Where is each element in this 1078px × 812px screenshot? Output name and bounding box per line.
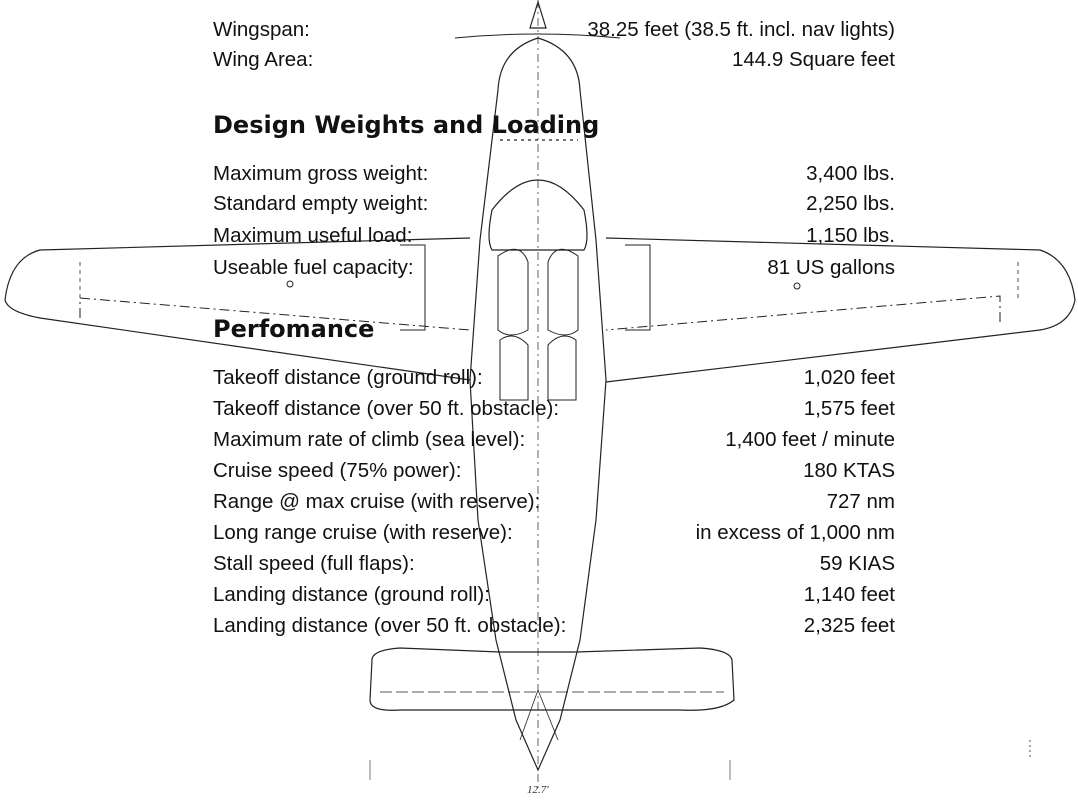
weights-row-useful-load: Maximum useful load: 1,150 lbs.: [213, 222, 895, 250]
weights-value: 1,150 lbs.: [806, 224, 895, 247]
spec-label: Wing Area:: [213, 48, 314, 71]
seat-right: [547, 248, 579, 336]
performance-row: Long range cruise (with reserve): in exc…: [213, 519, 895, 547]
seat-left: [497, 248, 529, 336]
performance-label: Stall speed (full flaps):: [213, 552, 415, 575]
weights-label: Maximum gross weight:: [213, 162, 429, 185]
wing-left: [4, 237, 471, 381]
performance-row: Landing distance (ground roll): 1,140 fe…: [213, 581, 895, 609]
performance-label: Cruise speed (75% power):: [213, 459, 462, 482]
performance-row: Cruise speed (75% power): 180 KTAS: [213, 457, 895, 485]
weights-label: Useable fuel capacity:: [213, 256, 414, 279]
propeller-blade: [454, 33, 621, 39]
performance-row: Range @ max cruise (with reserve): 727 n…: [213, 488, 895, 516]
canopy: [488, 179, 588, 251]
performance-value: 1,020 feet: [803, 366, 895, 389]
performance-value: 1,575 feet: [803, 397, 895, 420]
weights-row-max-gross: Maximum gross weight: 3,400 lbs.: [213, 160, 895, 188]
weights-heading: Design Weights and Loading: [213, 111, 600, 139]
spec-value: 144.9 Square feet: [732, 48, 895, 71]
performance-row: Stall speed (full flaps): 59 KIAS: [213, 550, 895, 578]
weights-value: 2,250 lbs.: [806, 192, 895, 215]
tail-span-dimension-label: 12.7': [527, 784, 549, 796]
nav-light-left: [286, 280, 294, 288]
spec-label: Wingspan:: [213, 18, 310, 41]
performance-label: Landing distance (over 50 ft. obstacle):: [213, 614, 567, 637]
performance-row: Landing distance (over 50 ft. obstacle):…: [213, 612, 895, 640]
performance-row: Maximum rate of climb (sea level): 1,400…: [213, 426, 895, 454]
rudder-line-2: [537, 689, 559, 741]
performance-label: Takeoff distance (ground roll):: [213, 366, 483, 389]
nav-light-right: [793, 282, 801, 290]
weights-value: 81 US gallons: [767, 256, 895, 279]
performance-value: 2,325 feet: [803, 614, 895, 637]
spec-row-wing-area: Wing Area: 144.9 Square feet: [213, 46, 895, 74]
propeller-spinner: [529, 0, 547, 29]
performance-heading: Perfomance: [213, 315, 375, 343]
performance-row: Takeoff distance (over 50 ft. obstacle):…: [213, 395, 895, 423]
performance-row: Takeoff distance (ground roll): 1,020 fe…: [213, 364, 895, 392]
flap-right: [605, 295, 1001, 331]
performance-label: Maximum rate of climb (sea level):: [213, 428, 526, 451]
performance-value: 727 nm: [826, 490, 895, 513]
performance-label: Long range cruise (with reserve):: [213, 521, 513, 544]
performance-value: 59 KIAS: [819, 552, 895, 575]
fuselage-outline: [469, 37, 607, 772]
performance-label: Range @ max cruise (with reserve):: [213, 490, 541, 513]
performance-label: Landing distance (ground roll):: [213, 583, 490, 606]
performance-value: in excess of 1,000 nm: [695, 521, 895, 544]
performance-value: 180 KTAS: [803, 459, 895, 482]
rudder-line-1: [519, 689, 539, 741]
gear-fairing-right: [625, 244, 651, 331]
horizontal-stabilizer: [369, 647, 735, 711]
performance-value: 1,400 feet / minute: [725, 428, 895, 451]
weights-value: 3,400 lbs.: [806, 162, 895, 185]
weights-label: Maximum useful load:: [213, 224, 413, 247]
gear-fairing-left: [400, 244, 426, 331]
wing-right: [605, 237, 1076, 383]
weights-row-fuel: Useable fuel capacity: 81 US gallons: [213, 254, 895, 282]
spec-value: 38.25 feet (38.5 ft. incl. nav lights): [587, 18, 895, 41]
performance-value: 1,140 feet: [803, 583, 895, 606]
seat-rear-left: [499, 335, 529, 401]
weights-label: Standard empty weight:: [213, 192, 429, 215]
spec-row-wingspan: Wingspan: 38.25 feet (38.5 ft. incl. nav…: [213, 16, 895, 44]
seat-rear-right: [547, 335, 577, 401]
weights-row-empty: Standard empty weight: 2,250 lbs.: [213, 190, 895, 218]
performance-label: Takeoff distance (over 50 ft. obstacle):: [213, 397, 560, 420]
